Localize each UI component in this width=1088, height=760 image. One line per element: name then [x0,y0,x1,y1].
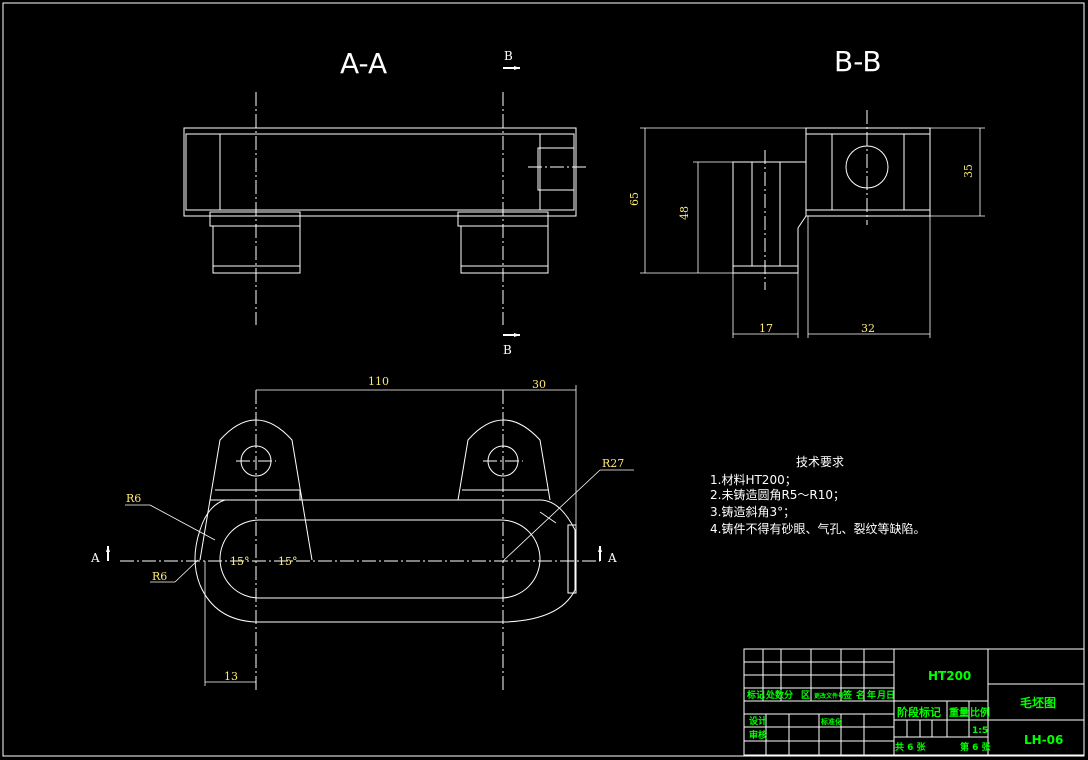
scale-value: 1:5 [972,726,988,736]
requirement-1: 1.材料HT200； [710,473,797,487]
drawing-name: 毛坯图 [1020,695,1056,710]
dim-17: 17 [759,322,773,335]
scale-label: 比例 [970,706,990,719]
section-bb-view: B-B 65 48 35 17 32 [628,45,985,338]
requirement-2: 2.未铸造圆角R5～R10； [710,487,845,502]
total-sheets: 共 6 张 [895,741,927,753]
plan-view: A A 110 30 R27 R6 R6 15° 15° 13 [90,375,634,690]
title-block: 标记 处数 分 区 更改文件号 签 名 年 月 日 设计 标准化 审核 HT20… [743,648,1085,756]
rev-header-year: 年 [867,689,876,701]
dim-48: 48 [678,206,691,220]
rev-header-doc-no: 更改文件号 [814,692,844,700]
rev-header-zone-2: 区 [801,690,810,701]
angle-right: 15° [278,555,298,568]
dim-110: 110 [368,375,389,388]
rev-header-day: 日 [886,690,895,701]
sheet-number: 第 6 张 [960,741,992,753]
cut-b-bottom-label: B [503,343,512,357]
requirement-3: 3.铸造斜角3°； [710,504,795,519]
rev-header-month: 月 [876,690,886,701]
cut-b-top-label: B [504,49,513,63]
section-aa-view: A-A B B [183,47,586,357]
section-aa-title: A-A [340,47,387,80]
dim-30: 30 [532,378,546,391]
dim-r6-bottom: R6 [152,570,167,583]
dim-r6-top: R6 [126,492,141,505]
stage-mark-label: 阶段标记 [897,705,941,719]
design-label: 设计 [749,715,767,727]
review-label: 审核 [749,729,767,741]
material-value: HT200 [928,669,971,683]
rev-header-mark: 标记 [746,689,765,701]
dim-13: 13 [224,670,238,683]
section-bb-title: B-B [834,45,882,78]
rev-header-sign-1: 签 [842,689,853,701]
dim-35: 35 [962,164,975,178]
standardization-label: 标准化 [820,717,842,726]
rev-header-sign-2: 名 [856,689,865,701]
drawing-number: LH-06 [1024,733,1063,747]
cut-a-right-label: A [607,551,617,565]
dim-r27: R27 [602,457,624,470]
requirement-4: 4.铸件不得有砂眼、气孔、裂纹等缺陷。 [710,521,925,536]
angle-left: 15° [230,555,250,568]
weight-label: 重量 [949,706,969,719]
cut-a-left-label: A [90,551,100,565]
requirements-heading: 技术要求 [796,455,844,469]
dim-32: 32 [861,322,875,335]
rev-header-count: 处数 [765,689,785,701]
dim-65: 65 [628,192,641,206]
technical-requirements: 技术要求 1.材料HT200； 2.未铸造圆角R5～R10； 3.铸造斜角3°；… [710,455,925,536]
rev-header-zone-1: 分 [784,689,793,701]
